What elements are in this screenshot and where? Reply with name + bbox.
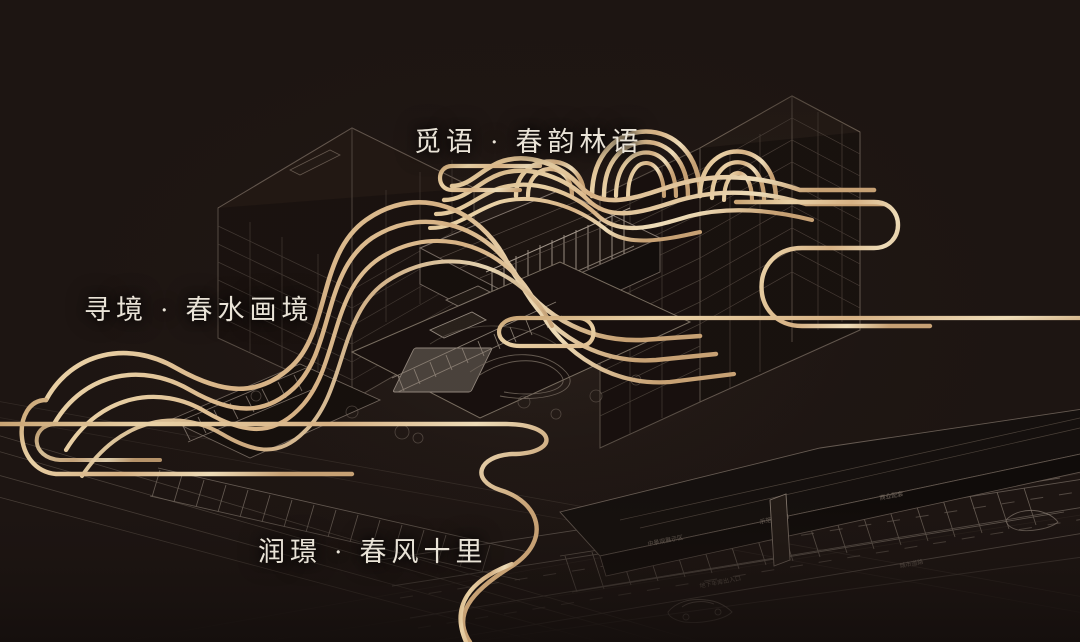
caption-label-3: 润璟 · 春风十里	[258, 537, 488, 567]
ribbon-s-curve-middle	[43, 200, 737, 478]
ribbon-hook-small-upper	[437, 163, 543, 193]
ribbon-hook-right	[733, 199, 933, 329]
ribbon-hook-left	[19, 397, 355, 477]
cloud-peaks-group	[589, 129, 703, 199]
ribbon-hook-center	[496, 315, 1080, 349]
caption-label-2: 寻境 · 春水画境	[84, 295, 314, 325]
caption-label-1: 觅语 · 春韵林语	[414, 127, 644, 157]
ribbon-lower-tail	[458, 561, 515, 642]
